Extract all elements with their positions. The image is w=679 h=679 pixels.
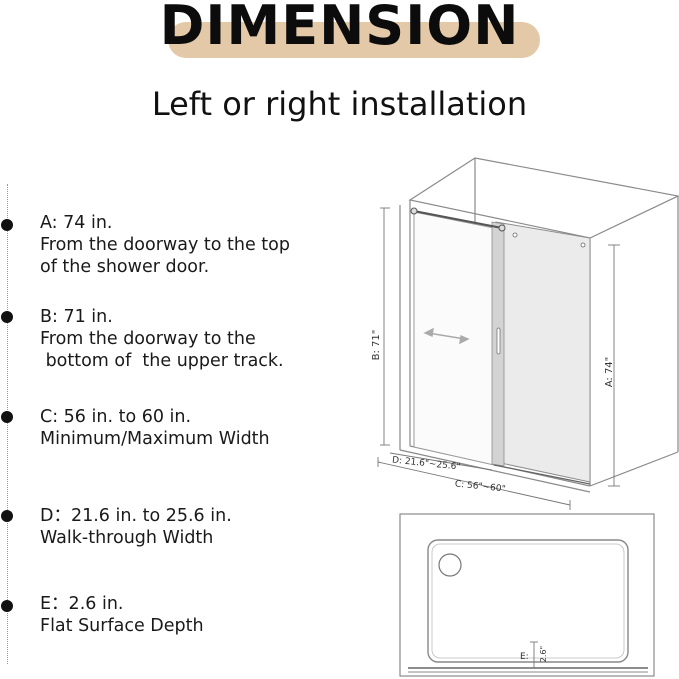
spec-c-bullet	[1, 411, 13, 423]
label-e: E:	[520, 652, 529, 662]
top-view-plan: E: 2.6"	[399, 513, 655, 677]
spec-c-line-1: Minimum/Maximum Width	[40, 429, 270, 449]
spec-a: A: 74 in. From the doorway to the top of…	[40, 212, 340, 278]
spec-d-line-1: Walk-through Width	[40, 528, 214, 548]
label-a: A: 74"	[604, 357, 615, 388]
dimension-lines	[377, 207, 620, 510]
title-banner	[168, 22, 540, 58]
spec-b-value: B: 71 in.	[40, 307, 113, 327]
spec-a-line-2: of the shower door.	[40, 257, 210, 277]
spec-e-value: E：2.6 in.	[40, 594, 124, 614]
spec-a-value: A: 74 in.	[40, 213, 113, 233]
label-b: B: 71"	[371, 330, 382, 361]
spec-d-value: D：21.6 in. to 25.6 in.	[40, 506, 232, 526]
spec-a-bullet	[1, 219, 13, 231]
spec-b: B: 71 in. From the doorway to the bottom…	[40, 306, 340, 372]
fixed-panel	[413, 211, 495, 466]
spec-e-bullet	[1, 600, 13, 612]
page-subtitle: Left or right installation	[151, 85, 528, 123]
label-d: D: 21.6"~25.6"	[392, 455, 461, 472]
spec-b-bullet	[1, 311, 13, 323]
upper-track	[410, 207, 506, 232]
spec-e: E：2.6 in. Flat Surface Depth	[40, 593, 340, 637]
label-c: C: 56"~60"	[454, 479, 506, 494]
spec-d: D：21.6 in. to 25.6 in. Walk-through Widt…	[40, 505, 340, 549]
drain-icon	[438, 553, 462, 577]
page-title: DIMENSION	[159, 0, 520, 57]
spec-b-line-1: From the doorway to the	[40, 329, 256, 349]
sliding-door	[491, 221, 591, 483]
spec-c: C: 56 in. to 60 in. Minimum/Maximum Widt…	[40, 406, 340, 450]
spec-b-line-2: bottom of the upper track.	[40, 351, 284, 371]
spec-a-line-1: From the doorway to the top	[40, 235, 290, 255]
spec-c-value: C: 56 in. to 60 in.	[40, 407, 192, 427]
bullet-guide-line	[7, 184, 8, 664]
door-handle	[496, 327, 501, 355]
spec-e-line-1: Flat Surface Depth	[40, 616, 204, 636]
spec-d-bullet	[1, 510, 13, 522]
slide-arrow-icon	[423, 327, 470, 345]
label-e-value: 2.6"	[539, 646, 548, 662]
bottom-track	[493, 464, 591, 485]
